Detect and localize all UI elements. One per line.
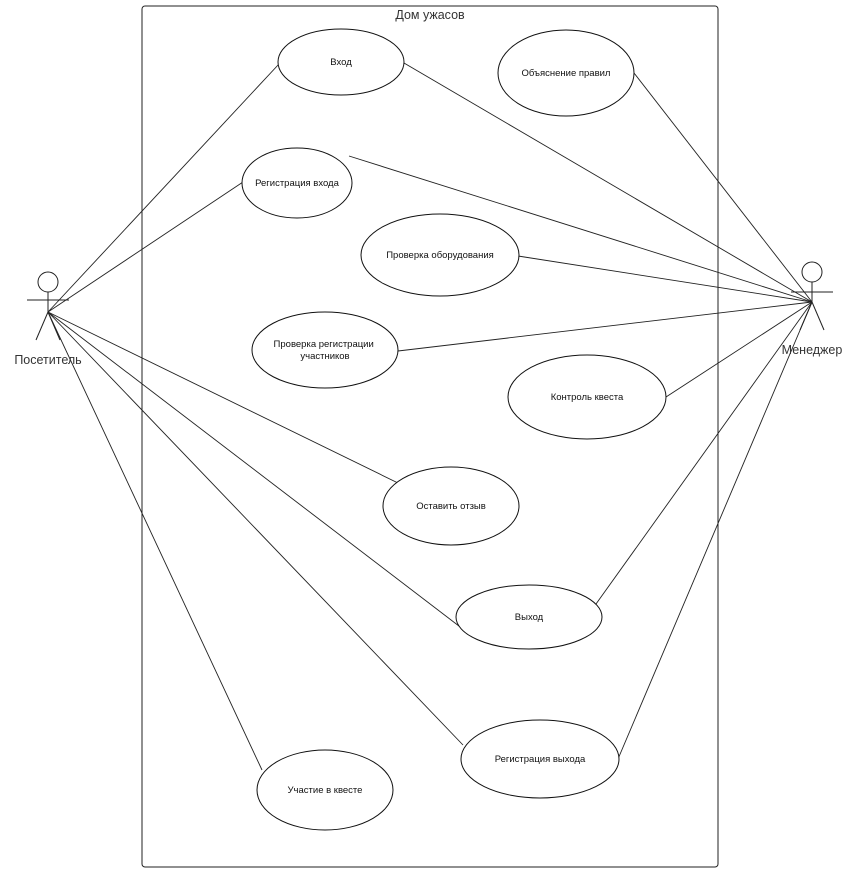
use-case-equipment[interactable]: Проверка оборудования: [360, 213, 520, 297]
assoc-manager-exit: [595, 301, 813, 605]
use-case-label: Вход: [330, 57, 352, 68]
actor-right-leg: [47, 311, 61, 341]
use-case-label-line: Выход: [515, 612, 544, 623]
use-case-reg-exit[interactable]: Регистрация выхода: [460, 719, 620, 799]
actor-head: [801, 261, 823, 283]
assoc-visitor-participation: [47, 311, 263, 771]
use-case-reg-entry[interactable]: Регистрация входа: [241, 147, 353, 219]
use-case-quest-control[interactable]: Контроль квеста: [507, 354, 667, 440]
use-case-label: Выход: [515, 612, 544, 623]
assoc-visitor-login: [47, 63, 280, 313]
association-lines: [47, 62, 813, 771]
use-case-label-line: Контроль квеста: [551, 392, 624, 403]
actor-manager[interactable]: Менеджер: [782, 261, 843, 357]
actor-visitor[interactable]: Посетитель: [14, 271, 82, 367]
actor-left-leg: [35, 311, 49, 341]
use-case-label-line: Регистрация выхода: [495, 754, 586, 765]
use-case-review[interactable]: Оставить отзыв: [382, 466, 520, 546]
use-case-participation[interactable]: Участие в квесте: [256, 749, 394, 831]
use-case-login[interactable]: Вход: [277, 28, 405, 96]
assoc-visitor-review: [47, 311, 399, 484]
assoc-manager-reg-check: [397, 301, 813, 352]
use-case-exit[interactable]: Выход: [455, 584, 603, 650]
assoc-visitor-exit: [47, 311, 473, 637]
use-case-label-line: Регистрация входа: [255, 178, 339, 189]
actor-left-leg: [799, 301, 813, 331]
use-case-label: Оставить отзыв: [416, 501, 486, 512]
assoc-manager-quest-control: [665, 301, 813, 398]
assoc-manager-rules: [633, 72, 813, 303]
use-case-label-line: Проверка оборудования: [386, 250, 494, 261]
assoc-manager-login: [403, 62, 813, 303]
use-case-label: Объяснение правил: [522, 68, 611, 79]
use-case-label: Регистрация выхода: [495, 754, 586, 765]
use-case-label-line: Проверка регистрации: [274, 339, 374, 350]
system-title: Дом ужасов: [395, 8, 465, 22]
system-boundary: [141, 5, 719, 868]
actor-visitor-label: Посетитель: [14, 353, 81, 367]
use-case-label-line: Вход: [330, 57, 352, 68]
assoc-manager-reg-exit: [617, 301, 813, 760]
actor-head: [37, 271, 59, 293]
actor-right-leg: [811, 301, 825, 331]
use-case-rules[interactable]: Объяснение правил: [497, 29, 635, 117]
use-case-label-line: Объяснение правил: [522, 68, 611, 79]
use-case-label: Проверка оборудования: [386, 250, 494, 261]
use-case-label: Контроль квеста: [551, 392, 624, 403]
use-case-label: Регистрация входа: [255, 178, 339, 189]
use-case-label-line: Оставить отзыв: [416, 501, 486, 512]
assoc-manager-reg-entry: [348, 155, 813, 303]
use-case-label-line: Участие в квесте: [288, 785, 363, 796]
use-case-label: Проверка регистрации участников: [274, 339, 377, 362]
use-case-reg-check[interactable]: Проверка регистрации участников: [251, 311, 399, 389]
assoc-visitor-reg-exit: [47, 311, 464, 746]
assoc-visitor-reg-entry: [47, 181, 244, 313]
actor-manager-label: Менеджер: [782, 343, 843, 357]
assoc-manager-equipment: [517, 255, 813, 303]
use-case-label-line: участников: [300, 351, 349, 362]
use-case-label: Участие в квесте: [288, 785, 363, 796]
